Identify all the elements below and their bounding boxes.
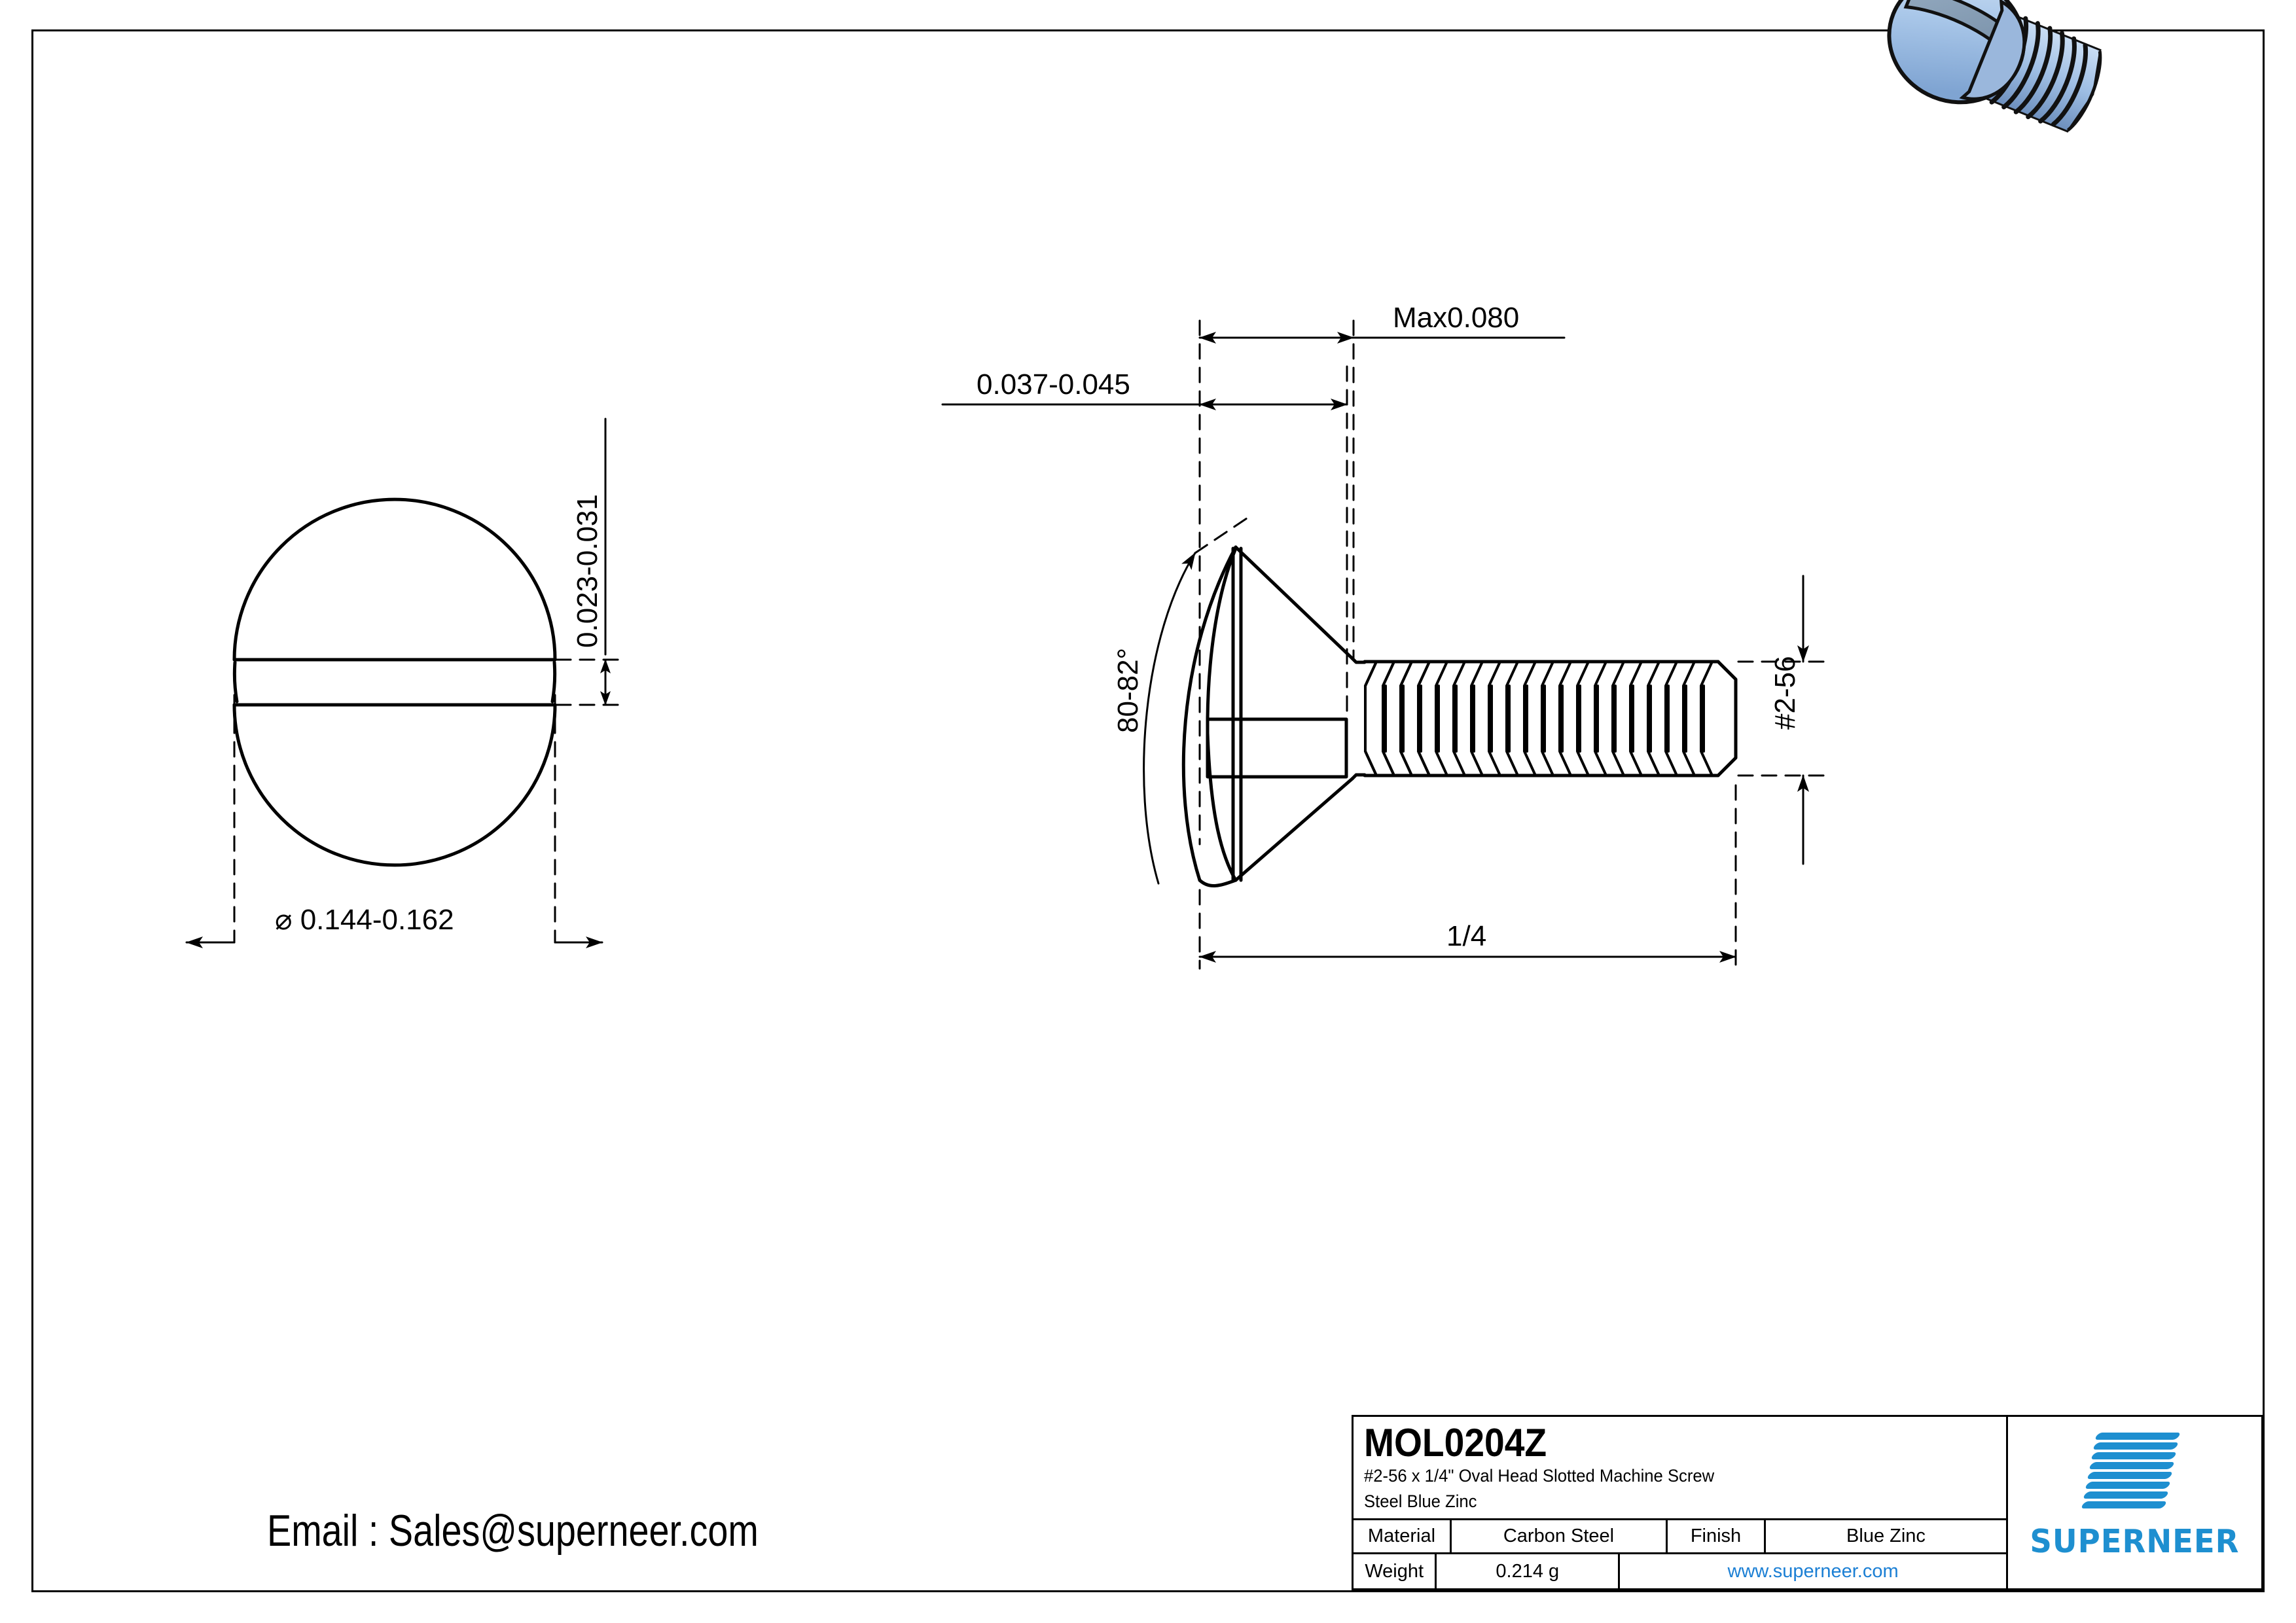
dim-slot-width-front-label: 0.023-0.031 xyxy=(571,494,603,648)
left-view-extension-lines xyxy=(233,658,623,944)
head-top-view xyxy=(232,497,557,867)
weight-row: Weight 0.214 g www.superneer.com xyxy=(1354,1554,2006,1588)
thread-roots xyxy=(1364,660,1431,777)
material-value: Carbon Steel xyxy=(1452,1520,1668,1552)
email-text: Email : Sales@superneer.com xyxy=(267,1506,759,1556)
description-line-2: Steel Blue Zinc xyxy=(1364,1491,1477,1512)
dim-head-angle-label: 80-82° xyxy=(1112,648,1144,733)
title-block-left: MOL0204Z #2-56 x 1/4" Oval Head Slotted … xyxy=(1354,1417,2008,1588)
dim-thread-size-label: #2-56 xyxy=(1769,656,1801,730)
dim-head-diameter-label: ⌀ 0.144-0.162 xyxy=(275,904,454,936)
material-row: Material Carbon Steel Finish Blue Zinc xyxy=(1354,1520,2006,1554)
title-block-description: MOL0204Z #2-56 x 1/4" Oval Head Slotted … xyxy=(1354,1417,2006,1520)
website-link[interactable]: www.superneer.com xyxy=(1727,1560,1899,1582)
material-label: Material xyxy=(1354,1520,1452,1552)
dim-slot-depth-label: 0.037-0.045 xyxy=(977,368,1130,401)
thread-valley-lines xyxy=(1384,685,1705,753)
superneer-mark-icon xyxy=(2079,1431,2184,1510)
screw-3d-render xyxy=(1887,0,2102,133)
dim-head-height-label: Max0.080 xyxy=(1393,302,1519,334)
finish-label: Finish xyxy=(1668,1520,1766,1552)
drawing-border-frame xyxy=(31,29,2265,1592)
screw-side-view xyxy=(1181,545,1367,887)
company-logo-block: SUPERNEER xyxy=(2008,1417,2261,1588)
side-view-extension-lines xyxy=(1198,319,1827,970)
part-number: MOL0204Z xyxy=(1364,1421,1547,1465)
finish-value: Blue Zinc xyxy=(1846,1525,1926,1546)
dim-head-angle xyxy=(1143,516,1250,885)
company-name: SUPERNEER xyxy=(2030,1523,2240,1560)
dim-screw-length-label: 1/4 xyxy=(1446,920,1486,952)
thread-crests xyxy=(1364,660,1713,777)
description-line-1: #2-56 x 1/4" Oval Head Slotted Machine S… xyxy=(1364,1466,1715,1486)
weight-label: Weight xyxy=(1354,1554,1437,1588)
title-block: MOL0204Z #2-56 x 1/4" Oval Head Slotted … xyxy=(1352,1415,2263,1590)
weight-value: 0.214 g xyxy=(1437,1554,1621,1588)
